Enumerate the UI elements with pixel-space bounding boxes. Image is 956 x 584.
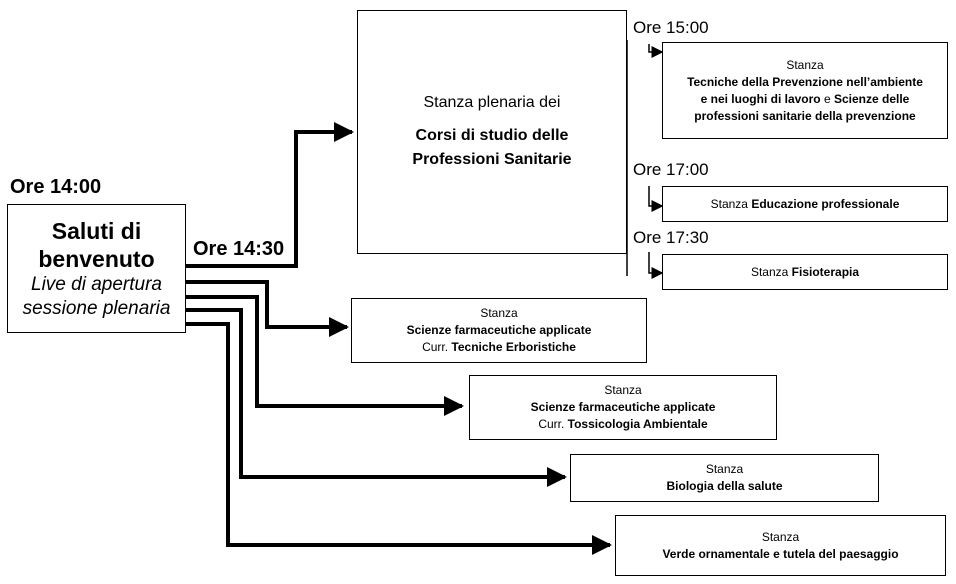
- plenary-intro: Stanza plenaria dei: [423, 94, 561, 111]
- session-2-time: Ore 17:00: [633, 160, 709, 179]
- arrow-to-room-3: [186, 308, 567, 487]
- plenary-time: Ore 14:30: [193, 238, 285, 260]
- welcome-title-line2: benvenuto: [38, 245, 155, 272]
- room-1-name: Scienze farmaceutiche applicate: [406, 323, 592, 337]
- session-1-time: Ore 15:00: [633, 18, 709, 37]
- welcome-box: Saluti di benvenuto Live di apertura ses…: [7, 204, 186, 333]
- plenary-box: Stanza plenaria dei Corsi di studio dell…: [357, 10, 627, 254]
- room-4-box: Stanza Verde ornamentale e tutela del pa…: [615, 515, 946, 576]
- session-3-box: Stanza Fisioterapia: [662, 254, 948, 290]
- room-2-name: Scienze farmaceutiche applicate: [530, 400, 716, 414]
- room-2-box: Stanza Scienze farmaceutiche applicate C…: [469, 375, 777, 440]
- session-3-prefix: Stanza: [750, 264, 792, 279]
- arrow-to-room-1: [186, 280, 349, 337]
- session-1-prefix: Stanza: [786, 57, 824, 72]
- plenary-title-line1: Corsi di studio delle: [415, 127, 569, 144]
- plenary-title-line2: Professioni Sanitarie: [412, 151, 572, 168]
- arrow-to-room-4: [186, 322, 612, 555]
- session-2-name: Educazione professionale: [751, 196, 900, 211]
- room-1-curr: Curr. Tecniche Erboristiche: [422, 339, 576, 356]
- session-1-line3: professioni sanitarie della prevenzione: [694, 108, 916, 123]
- welcome-subtitle-line1: Live di apertura: [31, 273, 162, 295]
- session-1-line2: e nei luoghi di lavoro e Scienze delle: [701, 91, 910, 108]
- arrow-to-session-1: [648, 44, 664, 58]
- room-4-prefix: Stanza: [761, 529, 800, 544]
- room-3-name: Biologia della salute: [666, 479, 783, 493]
- session-3-time: Ore 17:30: [633, 228, 709, 247]
- session-1-line2a: e nei luoghi di lavoro: [700, 91, 821, 106]
- room-1-prefix: Stanza: [480, 306, 518, 320]
- session-2-box: Stanza Educazione professionale: [662, 186, 948, 222]
- room-2-prefix: Stanza: [604, 383, 642, 397]
- room-2-curr-name: Tossicologia Ambientale: [567, 417, 708, 431]
- session-2-prefix: Stanza: [710, 196, 752, 211]
- session-1-box: Stanza Tecniche della Prevenzione nell’a…: [662, 42, 948, 139]
- arrow-to-session-3: [648, 252, 664, 279]
- start-time: Ore 14:00: [10, 176, 102, 198]
- session-1-line2c: Scienze delle: [833, 91, 910, 106]
- session-1-line1: Tecniche della Prevenzione nell’ambiente: [687, 74, 923, 89]
- room-2-curr-prefix: Curr.: [538, 417, 568, 431]
- welcome-subtitle-line2: sessione plenaria: [22, 297, 171, 319]
- arrow-to-room-2: [186, 295, 464, 416]
- room-1-curr-prefix: Curr.: [422, 340, 452, 354]
- room-3-prefix: Stanza: [705, 462, 744, 476]
- session-3-name: Fisioterapia: [791, 264, 860, 279]
- room-3-box: Stanza Biologia della salute: [570, 454, 879, 502]
- room-1-curr-name: Tecniche Erboristiche: [451, 340, 576, 354]
- room-1-box: Stanza Scienze farmaceutiche applicate C…: [351, 298, 647, 363]
- welcome-title-line1: Saluti di: [51, 217, 142, 244]
- session-1-line2b: e: [820, 91, 834, 106]
- room-4-name: Verde ornamentale e tutela del paesaggio: [662, 546, 899, 561]
- arrow-to-session-2: [648, 186, 664, 212]
- room-2-curr: Curr. Tossicologia Ambientale: [538, 416, 707, 433]
- arrow-to-plenary: [186, 122, 354, 268]
